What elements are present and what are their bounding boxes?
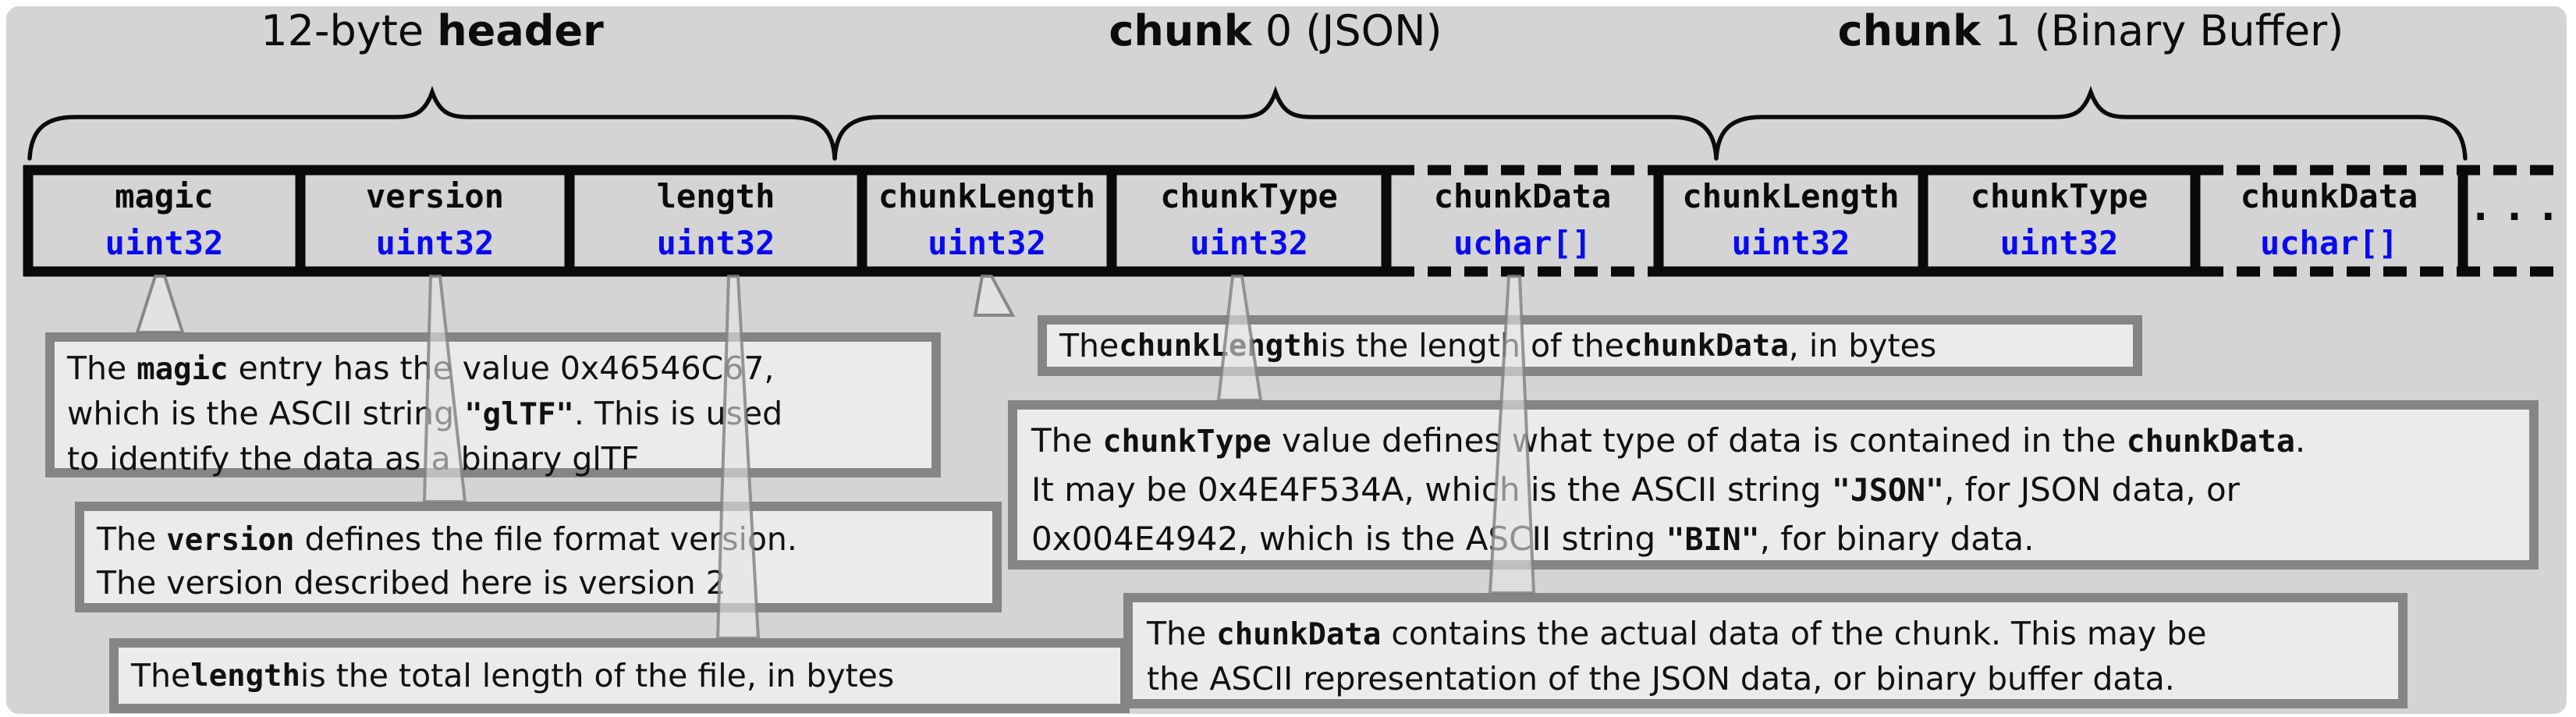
section-title-header: 12-byte header: [261, 6, 603, 55]
field-name-label: chunkLength: [1682, 177, 1900, 215]
brace-chunk0: [832, 85, 1719, 161]
text-segment: 12-byte: [261, 6, 438, 55]
field-type-label: uint32: [1999, 224, 2119, 262]
text-segment: chunkData: [1623, 328, 1789, 364]
text-segment: header: [437, 6, 604, 55]
field-name-label: magic: [115, 177, 214, 215]
field-type-label: uint32: [1190, 224, 1308, 262]
field-cell-chunkdata-1: chunkData uchar[]: [2202, 173, 2457, 268]
text-segment: chunkType: [1102, 424, 1272, 460]
text-segment: The: [97, 520, 167, 558]
text-segment: chunkLength: [1119, 328, 1321, 364]
field-cell-chunktype-0: chunkType uint32: [1118, 173, 1380, 268]
field-type-label: uint32: [375, 224, 495, 262]
field-name-label: chunkData: [1433, 177, 1612, 215]
field-name-label: version: [365, 177, 504, 215]
text-segment: is the total length of the file, in byte…: [300, 657, 895, 694]
text-segment: , in bytes: [1788, 327, 1937, 364]
text-segment: The: [131, 657, 191, 694]
field-type-label: uchar[]: [1453, 224, 1591, 262]
callout-chunkdata: The chunkData contains the actual data o…: [1123, 593, 2407, 708]
text-segment: chunk: [1109, 6, 1252, 55]
text-segment: The: [1147, 615, 1217, 652]
text-segment: entry has the value 0x46546C67,: [228, 350, 775, 387]
field-cell-chunktype-1: chunkType uint32: [1929, 173, 2189, 268]
text-segment: value defines what type of data is conta…: [1271, 421, 2127, 460]
text-segment: chunkData: [1216, 617, 1382, 652]
text-segment: version: [166, 523, 295, 558]
field-type-label: uint32: [1731, 224, 1850, 262]
field-name-label: length: [656, 177, 775, 215]
continuation-ellipsis: ...: [2468, 183, 2570, 230]
text-segment: .: [2294, 421, 2306, 460]
section-title-chunk1: chunk 1 (Binary Buffer): [1838, 6, 2344, 55]
text-segment: "BIN": [1666, 522, 1760, 558]
field-cell-chunklength-0: chunkLength uint32: [868, 173, 1105, 268]
text-segment: . This is used: [573, 395, 783, 432]
text-segment: is the length of the: [1320, 327, 1624, 364]
brace-header: [27, 85, 837, 161]
field-cell-version: version uint32: [307, 173, 563, 268]
field-name-label: chunkType: [1970, 177, 2148, 215]
callout-length: The length is the total length of the fi…: [109, 638, 1130, 713]
text-segment: The: [67, 350, 137, 387]
text-segment: chunk: [1837, 6, 1981, 55]
text-segment: The version described here is version 2: [97, 564, 726, 602]
field-name-label: chunkLength: [878, 177, 1096, 215]
text-segment: "JSON": [1831, 473, 1944, 509]
text-segment: 0x004E4942, which is the ASCII string: [1031, 520, 1666, 558]
field-cell-chunkdata-0: chunkData uchar[]: [1393, 173, 1652, 268]
callout-chunklength: The chunkLength is the length of the chu…: [1038, 315, 2142, 376]
field-cell-magic: magic uint32: [34, 173, 294, 268]
field-name-label: chunkData: [2240, 177, 2418, 215]
text-segment: length: [190, 658, 300, 694]
text-segment: , for binary data.: [1759, 520, 2035, 558]
callout-magic: The magic entry has the value 0x46546C67…: [45, 332, 941, 477]
brace-chunk1: [1714, 85, 2468, 161]
field-type-label: uint32: [105, 224, 224, 262]
text-segment: the ASCII representation of the JSON dat…: [1147, 660, 2175, 697]
text-segment: chunkData: [2126, 424, 2295, 460]
field-type-label: uchar[]: [2259, 224, 2398, 262]
text-segment: The: [1059, 327, 1119, 364]
callout-chunktype: The chunkType value defines what type of…: [1008, 400, 2539, 570]
text-segment: The: [1031, 421, 1103, 460]
text-segment: "glTF": [464, 397, 574, 432]
field-type-label: uint32: [656, 224, 775, 262]
text-segment: , for JSON data, or: [1943, 470, 2240, 509]
field-cell-chunklength-1: chunkLength uint32: [1665, 173, 1917, 268]
text-segment: 0 (JSON): [1251, 6, 1442, 55]
text-segment: 1 (Binary Buffer): [1980, 6, 2344, 55]
callout-version: The version defines the file format vers…: [75, 502, 1002, 612]
table-border-solid: [23, 165, 2468, 277]
text-segment: which is the ASCII string: [67, 395, 465, 432]
section-title-chunk0: chunk 0 (JSON): [1109, 6, 1442, 55]
text-segment: to identify the data as a binary glTF: [67, 440, 640, 477]
text-segment: defines the file format version.: [294, 520, 797, 558]
field-type-label: uint32: [928, 224, 1046, 262]
text-segment: contains the actual data of the chunk. T…: [1381, 615, 2207, 652]
field-cell-length: length uint32: [576, 173, 856, 268]
field-name-label: chunkType: [1160, 177, 1338, 215]
text-segment: It may be 0x4E4F534A, which is the ASCII…: [1031, 470, 1832, 509]
text-segment: magic: [137, 352, 229, 387]
